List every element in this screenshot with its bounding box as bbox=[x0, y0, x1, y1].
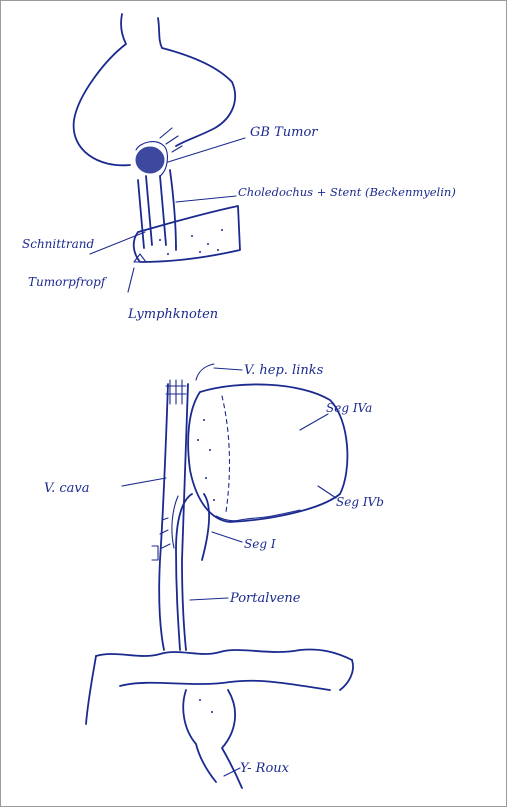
leader-lymphknoten bbox=[128, 268, 134, 292]
label-gb-tumor: GB Tumor bbox=[250, 125, 318, 140]
y-roux-loop bbox=[183, 690, 242, 788]
leader-v-cava bbox=[122, 478, 166, 486]
figure-2-liver-resection: V. hep. links Seg IVa V. cava Seg IVb Se… bbox=[44, 363, 384, 788]
label-seg-1: Seg I bbox=[244, 537, 276, 551]
leader-gb-tumor bbox=[168, 138, 245, 162]
small-clamp bbox=[152, 546, 158, 560]
roux-stipple bbox=[199, 699, 213, 713]
liver-outline bbox=[74, 14, 236, 165]
label-choledochus: Choledochus + Stent (Beckenmyelin) bbox=[238, 185, 456, 199]
leader-seg1 bbox=[212, 532, 242, 542]
leader-v-hep-links bbox=[214, 368, 242, 370]
liver-stipple bbox=[197, 419, 215, 501]
vena-cava-right-wall bbox=[182, 384, 188, 650]
staple-marks bbox=[166, 380, 186, 404]
pancreas-stipple bbox=[159, 229, 223, 255]
bowel-lower bbox=[120, 681, 330, 690]
vena-cava-left-wall bbox=[159, 384, 168, 650]
label-v-cava: V. cava bbox=[44, 481, 90, 496]
label-lymphknoten: Lymphknoten bbox=[127, 307, 218, 322]
liver-lobe-seg4 bbox=[188, 384, 347, 522]
leader-choledochus bbox=[176, 196, 236, 202]
gb-tumor-mass bbox=[136, 128, 182, 176]
leader-seg4a bbox=[300, 414, 328, 430]
leader-portalvene bbox=[190, 598, 228, 600]
leader-seg4b bbox=[318, 486, 336, 498]
label-schnittrand: Schnittrand bbox=[22, 237, 95, 251]
bowel-upper bbox=[96, 649, 352, 660]
label-v-hep-links: V. hep. links bbox=[244, 363, 324, 378]
figure-1-gallbladder-tumor: GB Tumor Choledochus + Stent (Beckenmyel… bbox=[22, 14, 456, 322]
bowel-right bbox=[340, 660, 353, 690]
leader-schnittrand bbox=[90, 232, 145, 254]
v-hep-links-vessel bbox=[196, 364, 214, 380]
label-seg-4b: Seg IVb bbox=[336, 495, 384, 509]
label-portalvene: Portalvene bbox=[229, 591, 301, 606]
resection-margin bbox=[222, 396, 229, 512]
portal-vein bbox=[176, 494, 209, 650]
label-y-roux: Y- Roux bbox=[240, 761, 290, 776]
bowel-left bbox=[86, 656, 96, 724]
label-seg-4a: Seg IVa bbox=[326, 401, 372, 415]
label-tumorpfropf: Tumorpfropf bbox=[28, 275, 108, 289]
choledochus-duct bbox=[138, 170, 176, 250]
leader-y-roux bbox=[224, 768, 240, 776]
